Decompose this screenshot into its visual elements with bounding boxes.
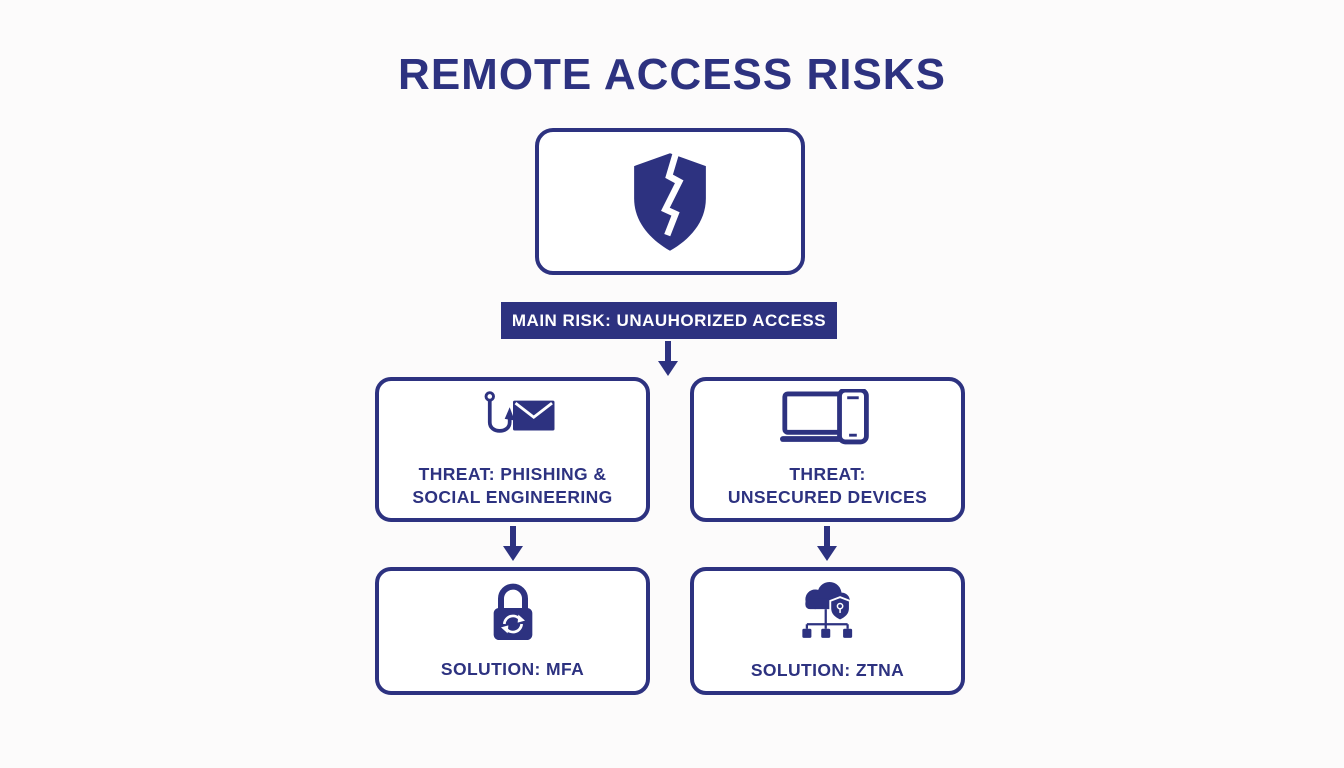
main-risk-banner: MAIN RISK: UNAUHORIZED ACCESS xyxy=(501,302,837,339)
mfa-rotating-lock-icon xyxy=(493,583,532,641)
threat-phishing-box: THREAT: PHISHING & SOCIAL ENGINEERING xyxy=(375,377,650,522)
broken-shield-icon xyxy=(634,149,706,251)
arrow-down-icon xyxy=(503,526,523,561)
solution-ztna-label: SOLUTION: ZTNA xyxy=(750,660,905,681)
arrow-down-icon xyxy=(817,526,837,561)
solution-ztna-box: SOLUTION: ZTNA xyxy=(690,567,965,695)
arrow-down-icon xyxy=(658,341,678,376)
ztna-cloud-shield-network-icon xyxy=(801,582,852,638)
page-title: REMOTE ACCESS RISKS xyxy=(398,50,946,99)
main-risk-icon-box xyxy=(535,128,805,275)
threat-devices-box: THREAT: UNSECURED DEVICES xyxy=(690,377,965,522)
solution-mfa-box: SOLUTION: MFA xyxy=(375,567,650,695)
phishing-hook-email-icon xyxy=(484,391,554,433)
main-risk-label: MAIN RISK: UNAUHORIZED ACCESS xyxy=(511,310,827,330)
solution-mfa-label: SOLUTION: MFA xyxy=(440,659,585,680)
threat-phishing-label: THREAT: PHISHING & SOCIAL ENGINEERING xyxy=(412,463,613,508)
threat-devices-label: THREAT: UNSECURED DEVICES xyxy=(727,463,928,508)
laptop-phone-devices-icon xyxy=(779,389,869,445)
